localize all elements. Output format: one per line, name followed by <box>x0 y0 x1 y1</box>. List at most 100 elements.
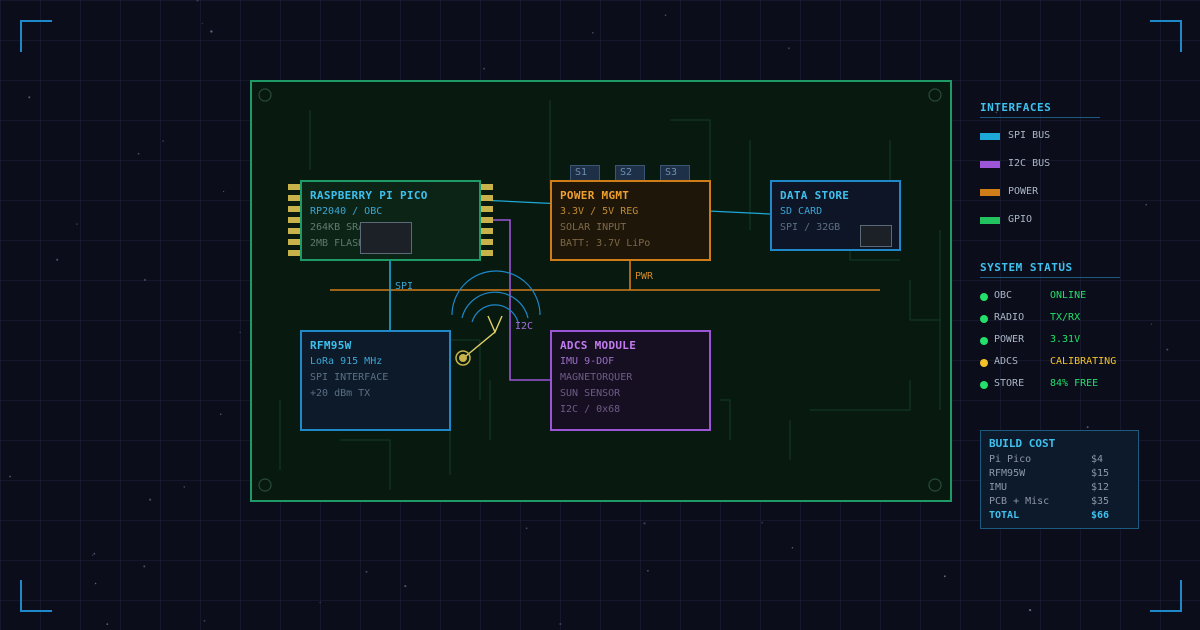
star <box>1072 357 1074 359</box>
star <box>995 111 998 114</box>
star <box>788 47 790 50</box>
status-value: 84% FREE <box>1050 378 1099 389</box>
data-store-module[interactable]: DATA STORE SD CARD SPI / 32GB <box>770 180 901 251</box>
star <box>143 565 146 568</box>
cost-item: PCB + Misc <box>989 496 1050 507</box>
module-spec: MAGNETORQUER <box>560 372 633 383</box>
star <box>203 620 206 622</box>
star <box>222 190 225 193</box>
star <box>219 413 222 416</box>
cost-item: Pi Pico <box>989 454 1032 465</box>
module-title: POWER MGMT <box>560 189 630 202</box>
corner-bracket-top-left <box>20 20 52 52</box>
status-dot-icon <box>980 381 988 389</box>
star <box>76 223 78 225</box>
status-value: 3.31V <box>1050 334 1081 345</box>
status-dot-icon <box>980 293 988 301</box>
module-spec: BATT: 3.7V LiPo <box>560 238 651 249</box>
module-spec: RP2040 / OBC <box>310 206 383 217</box>
cost-row: PCB + Misc $35 <box>989 496 1130 510</box>
i2c-bus-label: I2C <box>515 321 534 332</box>
module-spec: SPI / 32GB <box>780 222 841 233</box>
switch-s2[interactable]: S2 <box>615 165 645 181</box>
module-title: RFM95W <box>310 339 352 352</box>
star <box>239 331 241 334</box>
legend-label: I2C BUS <box>1008 158 1051 169</box>
build-cost-title: BUILD COST <box>989 437 1056 450</box>
module-spec: 3.3V / 5V REG <box>560 206 639 217</box>
cost-total-row: TOTAL $66 <box>989 510 1130 524</box>
module-title: ADCS MODULE <box>560 339 637 352</box>
module-title: RASPBERRY PI PICO <box>310 189 428 202</box>
cost-row: IMU $12 <box>989 482 1130 496</box>
rfm95w-module[interactable]: RFM95W LoRa 915 MHz SPI INTERFACE +20 dB… <box>300 330 451 431</box>
module-spec: I2C / 0x68 <box>560 404 621 415</box>
faint-pcb-traces <box>279 100 941 490</box>
spi-bus-label: SPI <box>395 281 414 292</box>
corner-bracket-bottom-right <box>1150 580 1182 612</box>
star <box>319 602 321 604</box>
module-spec: IMU 9-DOF <box>560 356 615 367</box>
star <box>93 552 96 555</box>
star <box>404 585 407 588</box>
corner-bracket-bottom-left <box>20 580 52 612</box>
status-value: CALIBRATING <box>1050 356 1117 367</box>
star <box>1166 348 1169 351</box>
star <box>137 152 140 155</box>
i2c-bus-line <box>480 219 550 381</box>
status-name: RADIO <box>994 312 1025 323</box>
star <box>559 623 562 625</box>
module-spec: 264KB SRAM <box>310 222 371 233</box>
antenna-icon <box>451 270 541 366</box>
cost-total-label: TOTAL <box>989 510 1020 521</box>
switch-s1[interactable]: S1 <box>570 165 600 181</box>
legend-label: GPIO <box>1008 214 1033 225</box>
star <box>148 498 152 501</box>
pico-gpio-pins <box>288 184 493 256</box>
module-spec: SD CARD <box>780 206 823 217</box>
cost-value: $35 <box>1091 496 1110 507</box>
cost-value: $12 <box>1091 482 1110 493</box>
module-spec: SUN SENSOR <box>560 388 621 399</box>
interfaces-title: INTERFACES <box>980 101 1100 118</box>
adcs-module[interactable]: ADCS MODULE IMU 9-DOF MAGNETORQUER SUN S… <box>550 330 711 431</box>
star <box>664 14 667 16</box>
sd-card-chip-icon <box>860 225 892 247</box>
pico-chip-icon <box>360 222 412 254</box>
build-cost-panel: BUILD COST Pi Pico $4 RFM95W $15 IMU $12… <box>980 430 1139 529</box>
status-dot-icon <box>980 315 988 323</box>
star <box>94 582 97 585</box>
status-value: ONLINE <box>1050 290 1087 301</box>
star <box>196 0 199 2</box>
pcb-board <box>250 80 952 502</box>
module-spec: 2MB FLASH <box>310 238 365 249</box>
star <box>28 96 31 99</box>
legend-swatch <box>980 161 1000 168</box>
star <box>143 278 147 282</box>
switch-s3[interactable]: S3 <box>660 165 690 181</box>
status-name: POWER <box>994 334 1025 345</box>
star <box>943 575 946 578</box>
star <box>592 32 594 34</box>
module-title: DATA STORE <box>780 189 850 202</box>
cost-item: RFM95W <box>989 468 1026 479</box>
star <box>56 258 59 261</box>
legend-label: POWER <box>1008 186 1039 197</box>
status-name: ADCS <box>994 356 1019 367</box>
status-value: TX/RX <box>1050 312 1081 323</box>
status-dot-icon <box>980 359 988 367</box>
pcb-traces-and-buses <box>258 88 942 492</box>
status-name: STORE <box>994 378 1025 389</box>
module-spec: SOLAR INPUT <box>560 222 627 233</box>
legend-swatch <box>980 217 1000 224</box>
star <box>162 140 165 142</box>
system-status-title: SYSTEM STATUS <box>980 261 1120 278</box>
mounting-hole-top-right <box>928 88 942 102</box>
star <box>1086 426 1089 428</box>
star <box>646 569 649 572</box>
power-mgmt-module[interactable]: POWER MGMT 3.3V / 5V REG SOLAR INPUT BAT… <box>550 180 711 261</box>
status-name: OBC <box>994 290 1013 301</box>
star <box>201 22 204 25</box>
cost-total-value: $66 <box>1091 510 1110 521</box>
star <box>9 475 11 478</box>
